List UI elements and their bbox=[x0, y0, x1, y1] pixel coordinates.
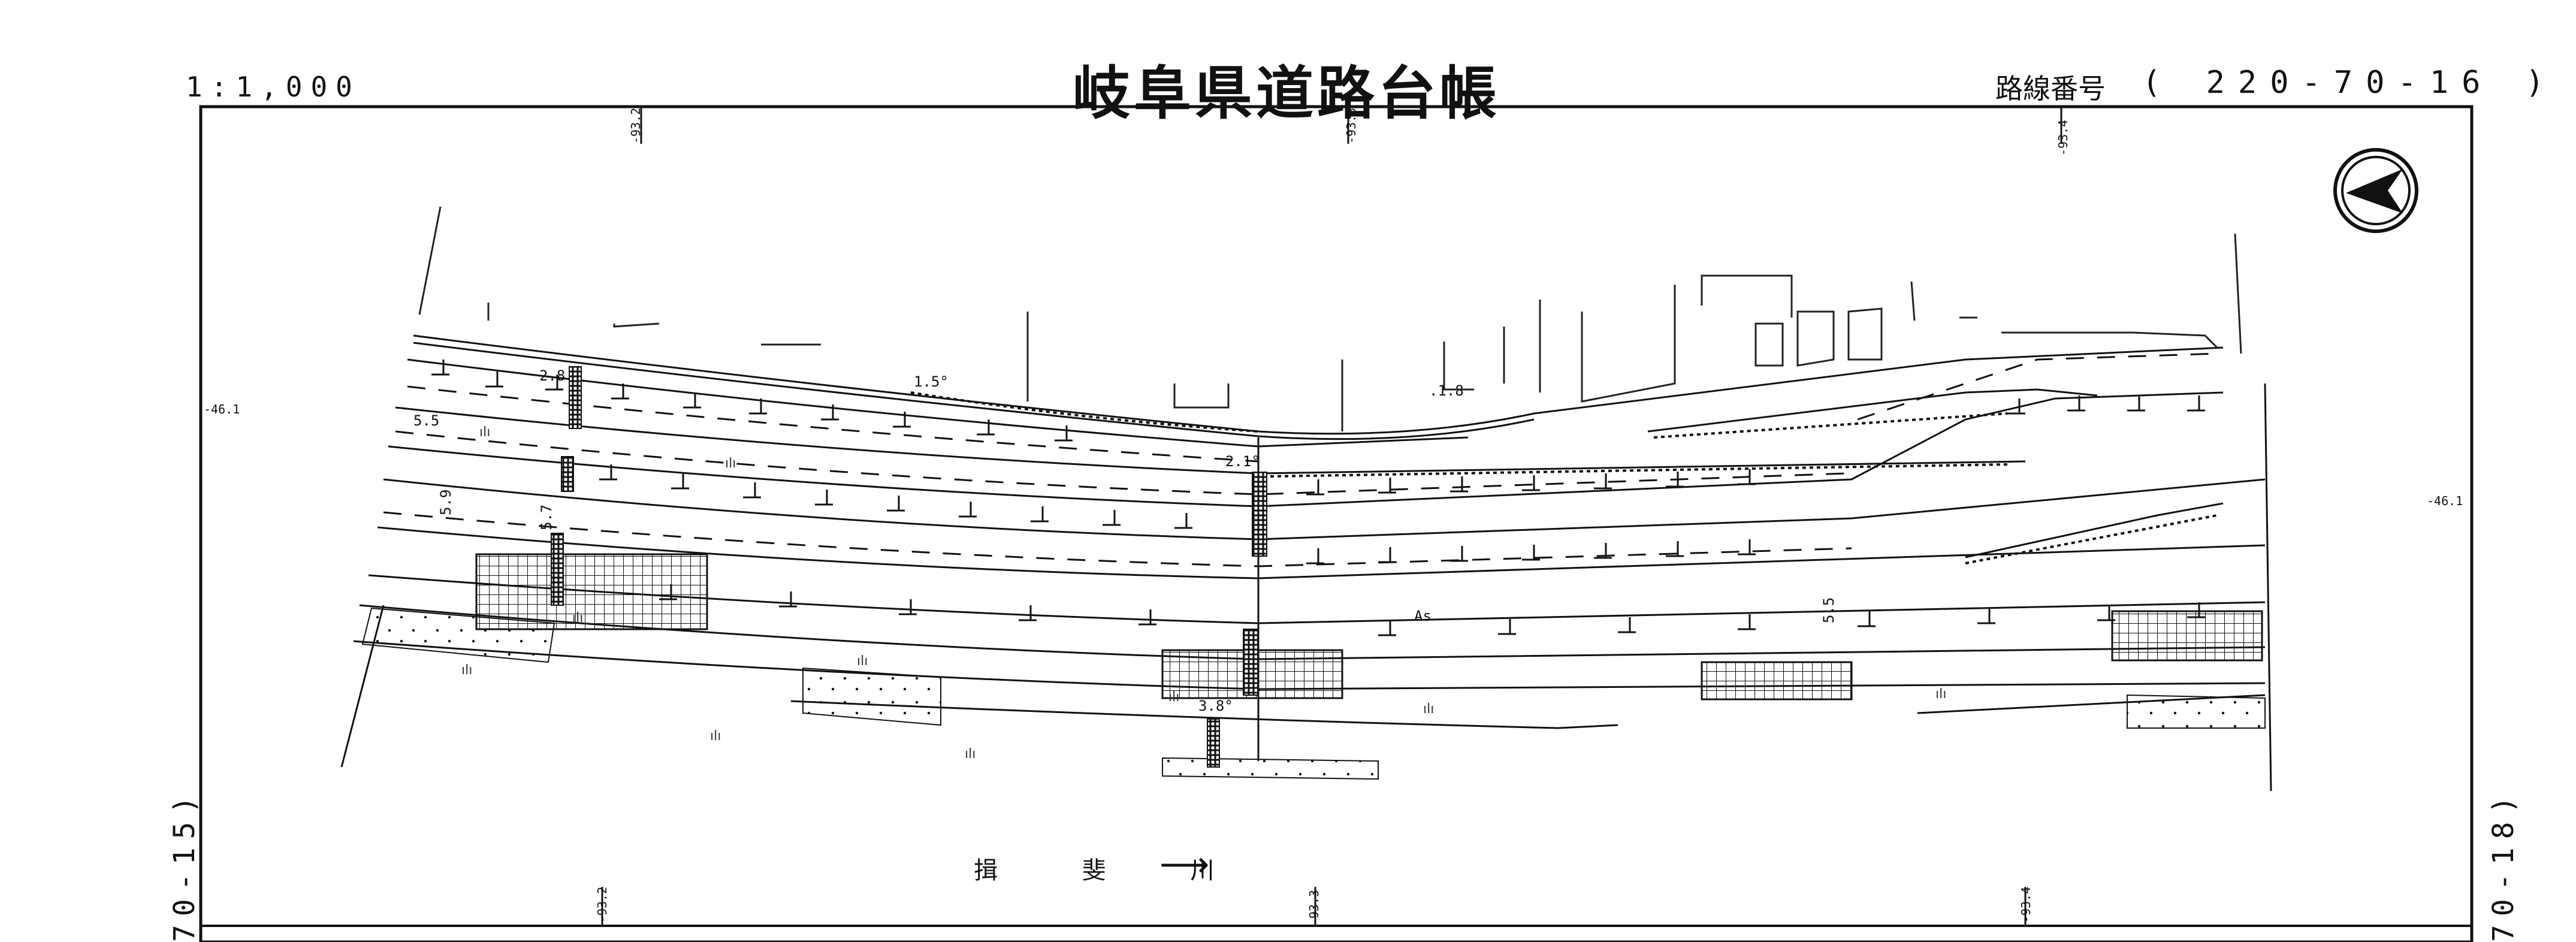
field-symbol: ılı bbox=[965, 747, 976, 762]
width-label-1-5: 1.5° bbox=[914, 373, 949, 390]
field-symbol: ılı bbox=[479, 425, 490, 440]
width-label-5-5: 5.5 bbox=[413, 412, 439, 429]
dotted-areas bbox=[361, 607, 2266, 780]
sheet-frame bbox=[199, 105, 2474, 942]
crosswalks bbox=[551, 366, 1267, 768]
grid-right: -46.1 bbox=[2427, 494, 2463, 508]
field-symbol: ılı bbox=[710, 729, 721, 744]
grid-coordinate-labels: -93.2 -93.3 -93.4 -93.2 -93.3 -93.4 -46.… bbox=[204, 108, 2463, 926]
grid-top-3: -93.4 bbox=[2056, 120, 2070, 156]
field-symbol: ılı bbox=[725, 456, 736, 471]
grid-left: -46.1 bbox=[204, 402, 240, 416]
guard-rail bbox=[910, 391, 2218, 564]
width-label-2-1: 2.1° bbox=[1225, 453, 1260, 470]
width-label-1-8: .1.8 bbox=[1429, 382, 1464, 399]
width-label-5-9: 5.9 bbox=[437, 490, 454, 515]
kerb-ticks bbox=[431, 360, 2205, 636]
flow-arrow-icon: ⟶ bbox=[1159, 844, 1210, 884]
field-symbol: ılı bbox=[1935, 687, 1946, 702]
paved-grid-areas bbox=[475, 553, 2263, 701]
field-symbol: ılı bbox=[572, 611, 583, 626]
width-label-2-8: 2.8 bbox=[539, 367, 565, 384]
grid-top-2: -93.3 bbox=[1344, 108, 1358, 144]
route-number-label: 路線番号 bbox=[1995, 73, 2106, 105]
width-label-3-8: 3.8° bbox=[1198, 698, 1233, 714]
river-label: 揖 斐 川 bbox=[974, 857, 1253, 884]
north-arrow-icon bbox=[2333, 148, 2418, 233]
width-label-5-5b: 5.5 bbox=[1820, 597, 1837, 623]
route-number: ( 220-70-16 ) bbox=[2142, 65, 2557, 101]
field-symbol: ılı bbox=[1423, 702, 1434, 717]
grid-bottom-3: -93.4 bbox=[2019, 887, 2033, 923]
dimension-labels: 2.8 1.5° .1.8 2.1° 5.5 5.9 5.7 5.5 3.8° … bbox=[413, 367, 1837, 714]
surface-label: As bbox=[1414, 608, 1432, 624]
grid-bottom-1: -93.2 bbox=[595, 887, 609, 923]
width-label-5-7: 5.7 bbox=[538, 505, 555, 530]
grid-bottom-2: -93.3 bbox=[1307, 890, 1321, 926]
field-symbol: ılı bbox=[1168, 690, 1179, 705]
grid-top-1: -93.2 bbox=[629, 108, 643, 144]
map-scale: 1:1,000 bbox=[186, 71, 361, 103]
field-symbols: ılı ılı ılı ılı ılı ılı ılı ılı ılı ılı bbox=[461, 425, 1946, 762]
lane-dashes bbox=[383, 352, 2218, 567]
field-symbol: ılı bbox=[461, 663, 472, 678]
building-outlines bbox=[418, 206, 2242, 431]
page-title: 岐阜県道路台帳 bbox=[1073, 60, 1500, 127]
field-symbol: ılı bbox=[857, 654, 868, 669]
